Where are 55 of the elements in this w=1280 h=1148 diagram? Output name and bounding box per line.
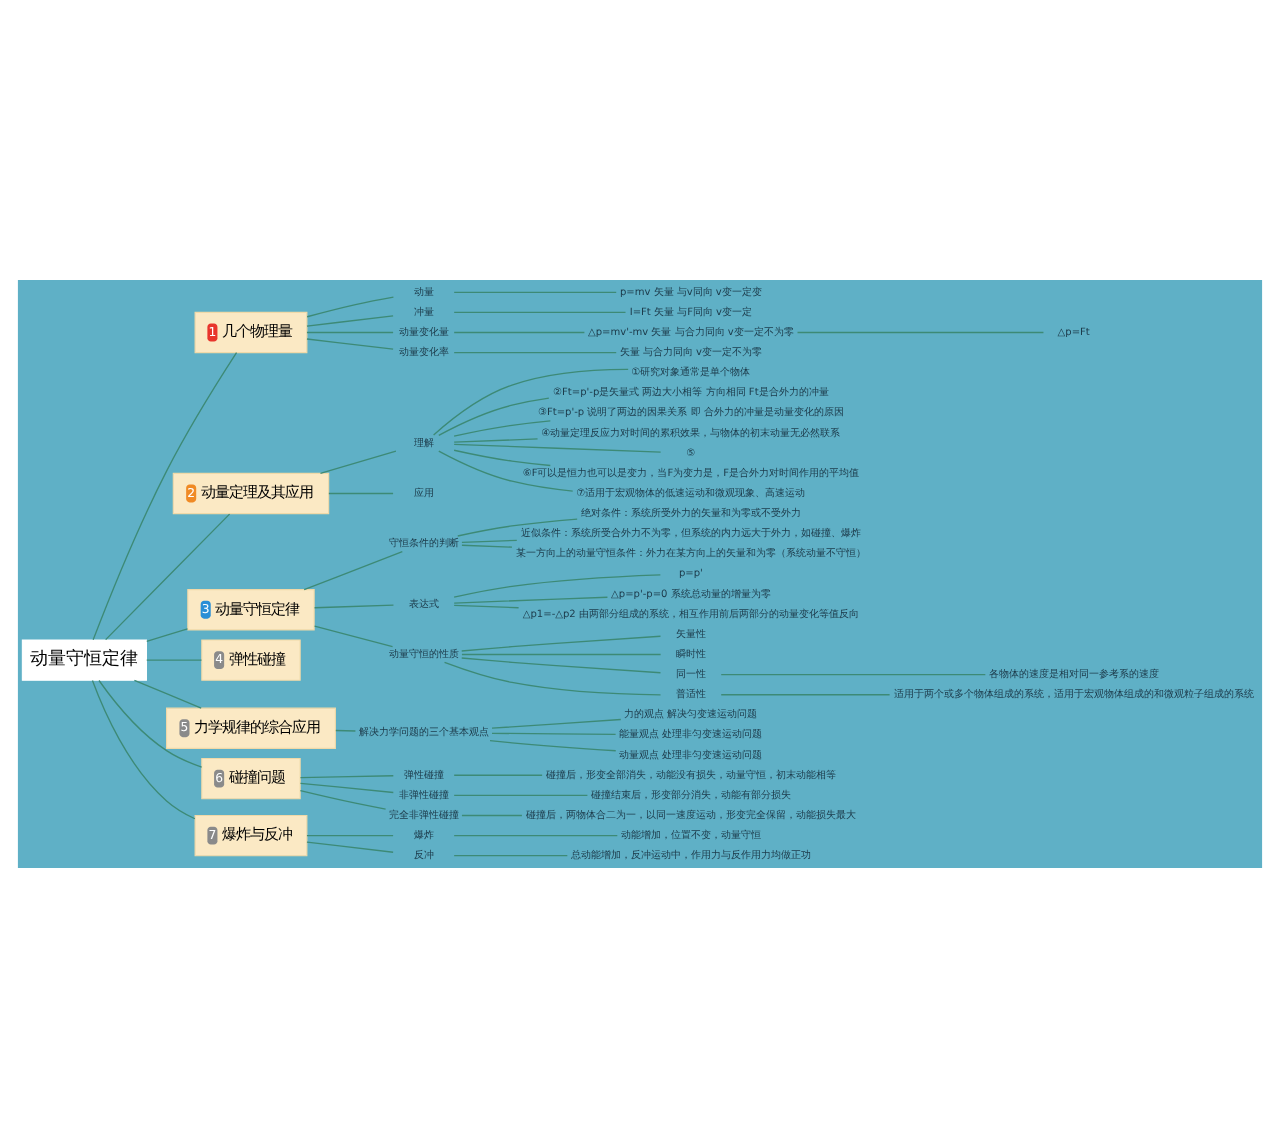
connector [306, 296, 395, 318]
connector [453, 604, 520, 609]
connector [491, 732, 617, 735]
connector [720, 673, 986, 676]
connector [299, 775, 394, 779]
connector [146, 659, 203, 661]
connector [443, 661, 662, 696]
connector [328, 492, 394, 495]
connector [105, 513, 231, 641]
connector [91, 679, 196, 820]
connector [796, 331, 1045, 334]
connector [319, 450, 397, 475]
connector [453, 331, 586, 334]
connector [303, 551, 403, 591]
connector [438, 450, 574, 492]
connector [306, 315, 394, 327]
connector [453, 311, 627, 314]
connector [461, 653, 662, 656]
connector [453, 443, 662, 453]
connector [299, 782, 394, 794]
connector [453, 438, 539, 443]
connector [335, 729, 357, 732]
connector [461, 544, 513, 548]
connector [438, 397, 550, 436]
connector [461, 539, 518, 544]
connector [306, 841, 394, 853]
connector [453, 834, 618, 837]
connector [453, 449, 551, 467]
connector [133, 679, 202, 709]
connector [453, 352, 617, 354]
connector [432, 368, 629, 436]
connector [453, 291, 617, 293]
connector [146, 628, 189, 642]
connector [453, 596, 609, 604]
connector [92, 352, 238, 641]
connector [453, 774, 543, 776]
connector [491, 718, 622, 729]
connector [453, 574, 662, 598]
connector [306, 338, 394, 350]
connector [453, 794, 589, 796]
connector [306, 331, 394, 334]
connector [461, 657, 662, 674]
connector [306, 834, 394, 837]
connector [453, 855, 568, 857]
connector [299, 789, 387, 810]
connector [98, 679, 203, 768]
connector [720, 694, 891, 696]
connector [461, 635, 662, 652]
connector [453, 420, 551, 437]
connector [457, 518, 578, 537]
connector [461, 814, 523, 817]
connector [489, 739, 617, 752]
connector [313, 625, 394, 648]
connector [313, 604, 395, 609]
node-box: 动量守恒定律 [21, 639, 147, 681]
